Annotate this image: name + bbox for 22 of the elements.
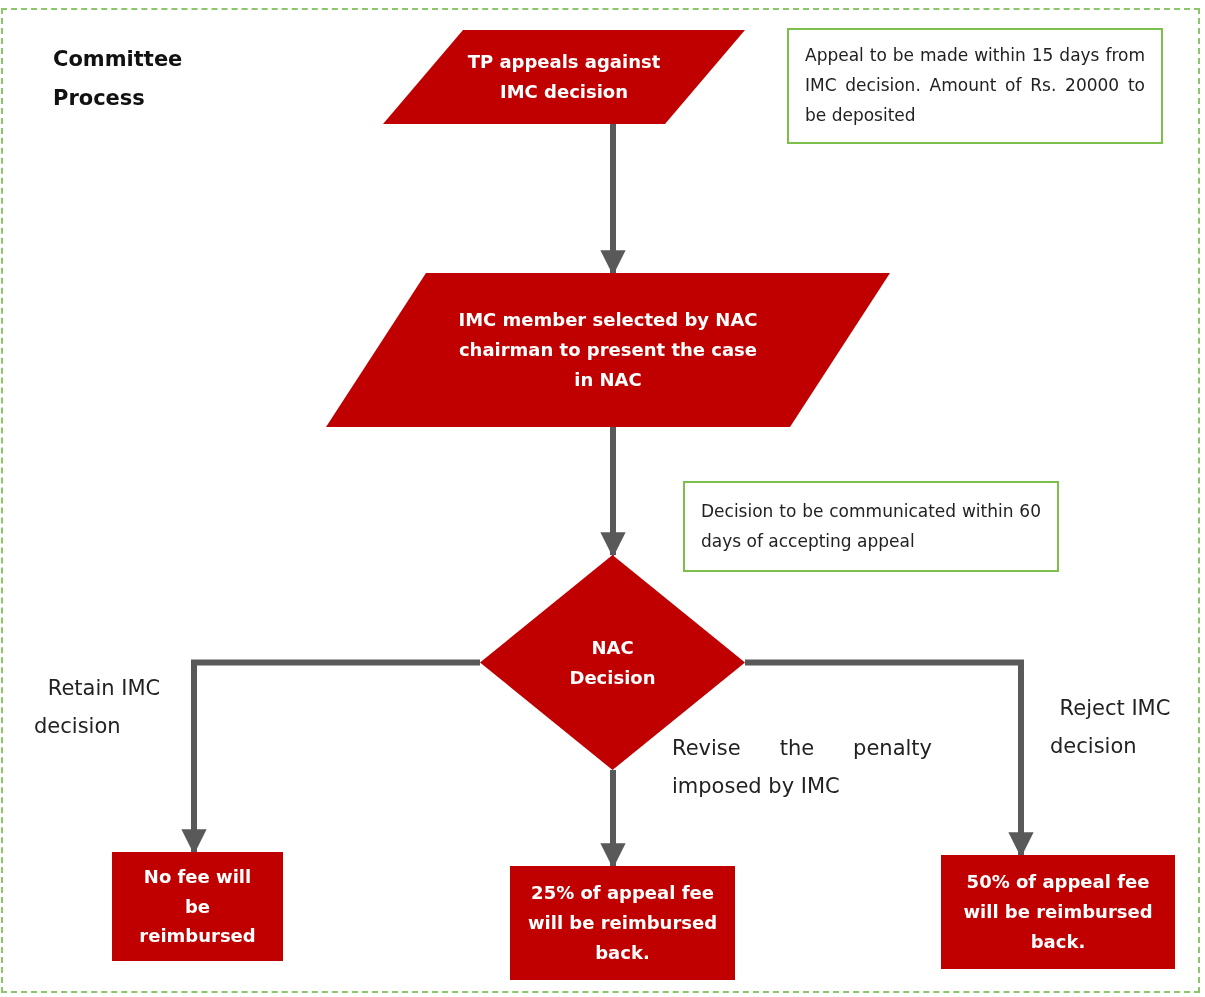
diagram-title: Committee Process [53, 46, 184, 112]
note-box [683, 481, 1059, 572]
arrow [745, 659, 1034, 858]
arrow [600, 124, 626, 276]
arrow [600, 770, 626, 869]
input-parallelogram [383, 30, 745, 124]
outcome-box [510, 866, 735, 980]
outcome-box [112, 852, 283, 961]
outcome-box [941, 855, 1175, 969]
node-label: 25% of appeal fee will be reimbursed back. [526, 881, 719, 965]
note-box [787, 28, 1163, 144]
node-label: No fee will be reimbursed [138, 864, 257, 949]
arrow [600, 427, 626, 558]
node-label: TP appeals against IMC decision [466, 50, 662, 104]
note-text: Decision to be communicated within 60 days of accepting appeal [701, 499, 1041, 553]
decision-diamond [480, 555, 745, 770]
node-label: IMC member selected by NAC chairman to present the case in NAC [458, 308, 758, 392]
node-label: NAC Decision [568, 635, 657, 690]
arrow [181, 659, 480, 855]
note-text: Appeal to be made within 15 days from IMC decision. Amount of Rs. 20000 to be deposited [805, 44, 1145, 127]
process-parallelogram [326, 273, 890, 427]
node-label: 50% of appeal fee will be reimbursed back. [962, 870, 1154, 954]
